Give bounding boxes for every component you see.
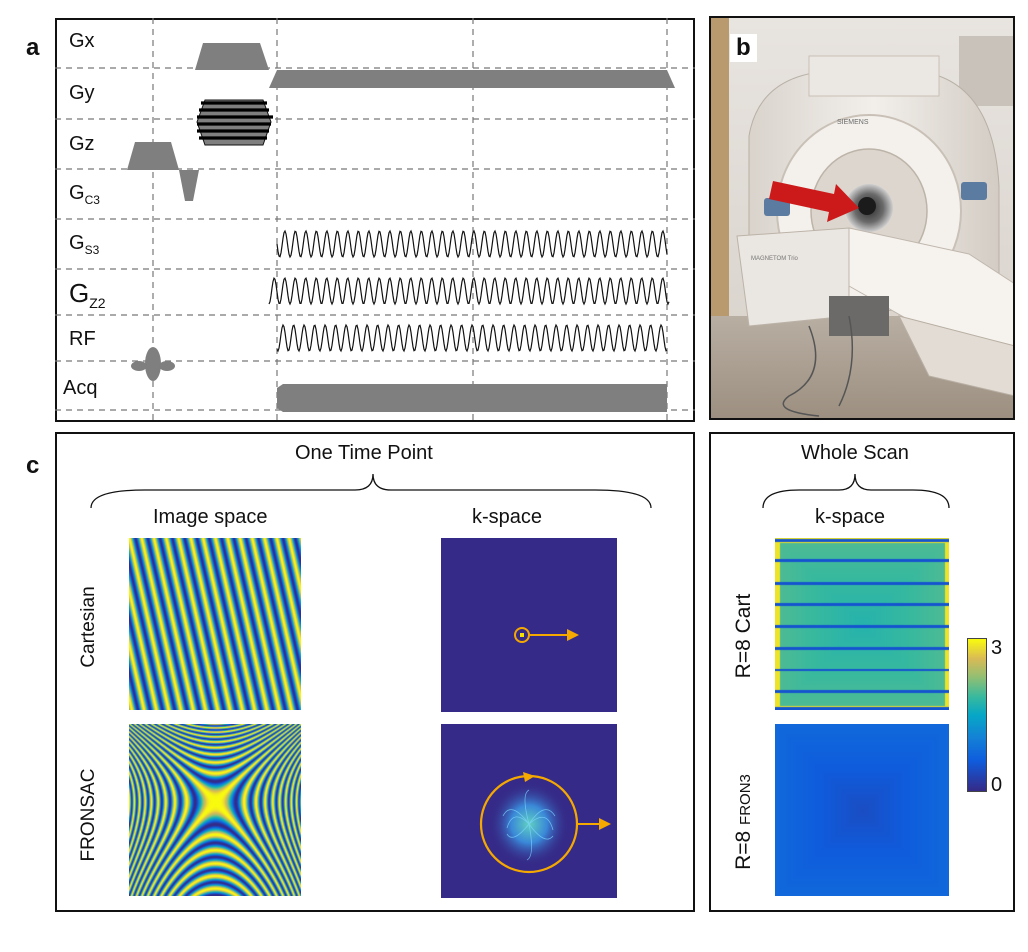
kspace-col-label-d: k-space — [815, 506, 886, 528]
one-time-point-header: One Time Point — [295, 442, 433, 464]
pulse-sequence-panel: Gx Gy Gz GC3 GS3 GZ2 RF Acq — [55, 18, 695, 422]
image-space-col-label: Image space — [153, 506, 268, 528]
cartesian-image-space — [129, 538, 301, 710]
fronsac-image-space — [129, 724, 301, 896]
cartesian-kspace-overlay — [514, 627, 579, 643]
scanner-model-text: MAGNETOM Trio — [751, 256, 799, 262]
gy-phase-encode-table — [196, 99, 273, 146]
red-arrow-icon — [769, 181, 859, 222]
fronsac-kspace-overlay — [479, 772, 611, 874]
gs3-waveform — [268, 276, 670, 306]
row-label-acq: Acq — [63, 377, 98, 399]
fronsac-row-label: FRONSAC — [78, 768, 99, 862]
gz2-waveform — [276, 323, 668, 353]
scanner-brand-text: SIEMENS — [837, 119, 869, 126]
mri-scanner-photo: SIEMENS MAGNETOM Trio — [711, 18, 1013, 418]
panel-b-label: b — [730, 34, 757, 62]
header-brace-d — [762, 473, 950, 509]
row-label-rf: RF — [69, 328, 96, 350]
gz-rephaser — [179, 170, 199, 201]
whole-scan-panel: Whole Scan k-space R=8 Cart R=8 FRON3 3 … — [709, 432, 1015, 912]
r8-cart-row-label: R=8 Cart — [732, 593, 755, 679]
r8-fron3-row-label: R=8 FRON3 — [732, 774, 755, 870]
r8-cart-kspace — [775, 538, 949, 710]
row-label-gy: Gy — [69, 82, 95, 104]
acq-window — [277, 384, 667, 412]
row-label-gz2: GZ2 — [69, 278, 106, 312]
colorbar-min-label: 0 — [991, 774, 1003, 796]
fronsac-kspace — [441, 724, 617, 898]
panel-c-label: c — [26, 452, 40, 479]
row-label-gs3: GS3 — [69, 232, 100, 257]
gz-slice-select — [127, 142, 179, 170]
row-label-gz: Gz — [69, 133, 95, 155]
scanner-photo-panel: SIEMENS MAGNETOM Trio — [709, 16, 1015, 420]
arrow-right-icon — [599, 818, 611, 830]
gc3-waveform — [276, 229, 668, 259]
rf-pulse — [131, 347, 175, 381]
pulse-sequence-diagram — [55, 18, 695, 422]
colorbar-max-label: 3 — [991, 637, 1003, 659]
arrow-right-icon — [567, 629, 579, 641]
kspace-col-label: k-space — [472, 506, 543, 528]
gx-prephaser — [195, 43, 269, 70]
gy-readout — [269, 70, 675, 88]
whole-scan-header: Whole Scan — [801, 442, 909, 464]
row-label-gx: Gx — [69, 30, 95, 52]
cartesian-row-label: Cartesian — [78, 586, 99, 668]
cartesian-kspace — [441, 538, 617, 712]
one-time-point-panel: One Time Point Image space k-space Carte… — [55, 432, 695, 912]
circular-arrow-head-icon — [523, 772, 535, 782]
panel-a-label: a — [26, 34, 40, 61]
r8-fron3-kspace — [775, 724, 949, 896]
colorbar — [967, 638, 987, 792]
row-label-gc3: GC3 — [69, 182, 100, 207]
header-brace-c — [90, 473, 652, 509]
